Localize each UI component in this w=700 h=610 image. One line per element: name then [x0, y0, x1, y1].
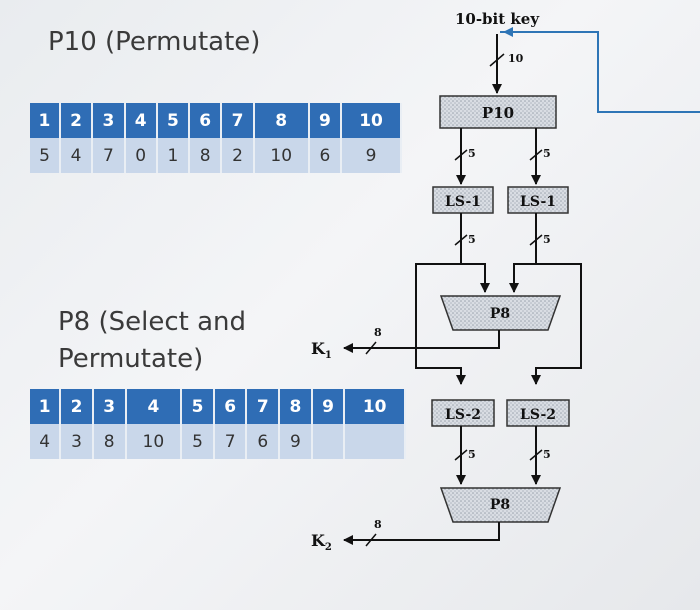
- p8-bottom-label: P8: [490, 497, 510, 513]
- bits-label: 5: [543, 448, 551, 461]
- left-bypass-line: [415, 263, 466, 385]
- p10-index-cell: 10: [341, 103, 402, 138]
- p8-value-row: 4 3 8 10 5 7 6 9: [30, 424, 406, 459]
- p10-index-row: 1 2 3 4 5 6 7 8 9 10: [30, 103, 402, 138]
- p8-index-cell: 5: [181, 389, 215, 424]
- k2-output-arrow: [343, 522, 500, 545]
- bus-slash: [529, 234, 543, 246]
- p8-value-cell: 5: [181, 424, 215, 459]
- p8-index-cell: 10: [344, 389, 406, 424]
- p10-title: P10 (Permutate): [48, 27, 261, 57]
- p10-index-cell: 9: [308, 103, 343, 138]
- p8-value-cell: 3: [60, 424, 94, 459]
- p10-index-cell: 2: [59, 103, 94, 138]
- bus-slash: [489, 53, 505, 67]
- ls2-right-label: LS-2: [520, 407, 556, 423]
- bits-label: 5: [543, 147, 551, 160]
- p8-index-cell: 2: [60, 389, 94, 424]
- bits-label: 5: [468, 147, 476, 160]
- k1-output-arrow: [343, 330, 500, 353]
- k1-label: K1: [311, 339, 332, 361]
- bits-label: 8: [374, 518, 382, 531]
- p8-value-cell: [344, 424, 406, 459]
- ls1-right-label: LS-1: [520, 194, 556, 210]
- p10-index-cell: 4: [124, 103, 158, 138]
- p8-value-cell: 4: [30, 424, 62, 459]
- p10-value-cell: 0: [124, 138, 158, 173]
- p8-top-block: P8: [439, 295, 562, 331]
- bus-slash: [454, 149, 468, 161]
- p8-value-cell: 10: [125, 424, 183, 459]
- p8-value-cell: 6: [246, 424, 281, 459]
- ls1-right-block: LS-1: [507, 186, 569, 214]
- p10-block: P10: [439, 95, 557, 129]
- p8-title-line2: Permutate): [58, 344, 204, 374]
- p10-value-cell: 2: [221, 138, 255, 173]
- key-input: 10-bit key 10: [455, 10, 540, 94]
- k2-label: K2: [311, 531, 332, 553]
- p8-value-cell: 7: [213, 424, 248, 459]
- p8-index-cell: 4: [125, 389, 183, 424]
- p10-value-row: 5 4 7 0 1 8 2 10 6 9: [30, 138, 402, 173]
- bus-slash: [454, 234, 468, 246]
- p10-index-cell: 1: [30, 103, 61, 138]
- p10-index-cell: 6: [189, 103, 223, 138]
- p10-index-cell: 3: [92, 103, 126, 138]
- p10-value-cell: 7: [92, 138, 126, 173]
- bits-label: 5: [543, 233, 551, 246]
- p10-value-cell: 10: [253, 138, 310, 173]
- bits-label: 8: [374, 326, 382, 339]
- p8-top-label: P8: [490, 306, 510, 322]
- p10-value-cell: 8: [189, 138, 223, 173]
- key-bits-label: 10: [508, 52, 524, 65]
- ls2-right-block: LS-2: [506, 399, 570, 427]
- ls1-left-label: LS-1: [445, 194, 481, 210]
- p8-index-cell: 1: [30, 389, 62, 424]
- bits-label: 5: [468, 448, 476, 461]
- p8-index-cell: 3: [92, 389, 127, 424]
- p10-permutation-table: 1 2 3 4 5 6 7 8 9 10 5 4 7 0 1 8 2 10 6 …: [30, 103, 402, 173]
- ls2-left-block: LS-2: [431, 399, 495, 427]
- left-to-p8-arrow: [461, 263, 490, 293]
- p10-index-cell: 5: [156, 103, 191, 138]
- p8-index-cell: 9: [311, 389, 346, 424]
- right-to-p8-arrow: [509, 263, 536, 293]
- feedback-line: [500, 31, 700, 113]
- p8-index-cell: 7: [246, 389, 281, 424]
- p10-index-cell: 8: [253, 103, 310, 138]
- p10-value-cell: 4: [59, 138, 94, 173]
- p8-bottom-block: P8: [439, 487, 562, 523]
- bus-slash: [529, 449, 543, 461]
- ls1-left-block: LS-1: [432, 186, 494, 214]
- p8-value-cell: [311, 424, 346, 459]
- p10-value-cell: 1: [156, 138, 191, 173]
- p10-index-cell: 7: [221, 103, 255, 138]
- p8-index-row: 1 2 3 4 5 6 7 8 9 10: [30, 389, 406, 424]
- p10-block-label: P10: [482, 104, 514, 122]
- key-label: 10-bit key: [455, 10, 540, 28]
- p10-value-cell: 6: [308, 138, 343, 173]
- ls2-left-label: LS-2: [445, 407, 481, 423]
- p8-index-cell: 6: [213, 389, 248, 424]
- p10-value-cell: 9: [341, 138, 402, 173]
- p10-value-cell: 5: [30, 138, 61, 173]
- bus-slash: [365, 533, 377, 547]
- p8-title-line1: P8 (Select and: [58, 307, 247, 337]
- bus-slash: [454, 449, 468, 461]
- p8-value-cell: 9: [279, 424, 313, 459]
- p8-value-cell: 8: [92, 424, 127, 459]
- p8-permutation-table: 1 2 3 4 5 6 7 8 9 10 4 3 8 10 5 7 6 9: [30, 389, 406, 459]
- bus-slash: [365, 341, 377, 355]
- bits-label: 5: [468, 233, 476, 246]
- right-bypass-line: [531, 263, 582, 385]
- bus-slash: [529, 149, 543, 161]
- p8-index-cell: 8: [279, 389, 313, 424]
